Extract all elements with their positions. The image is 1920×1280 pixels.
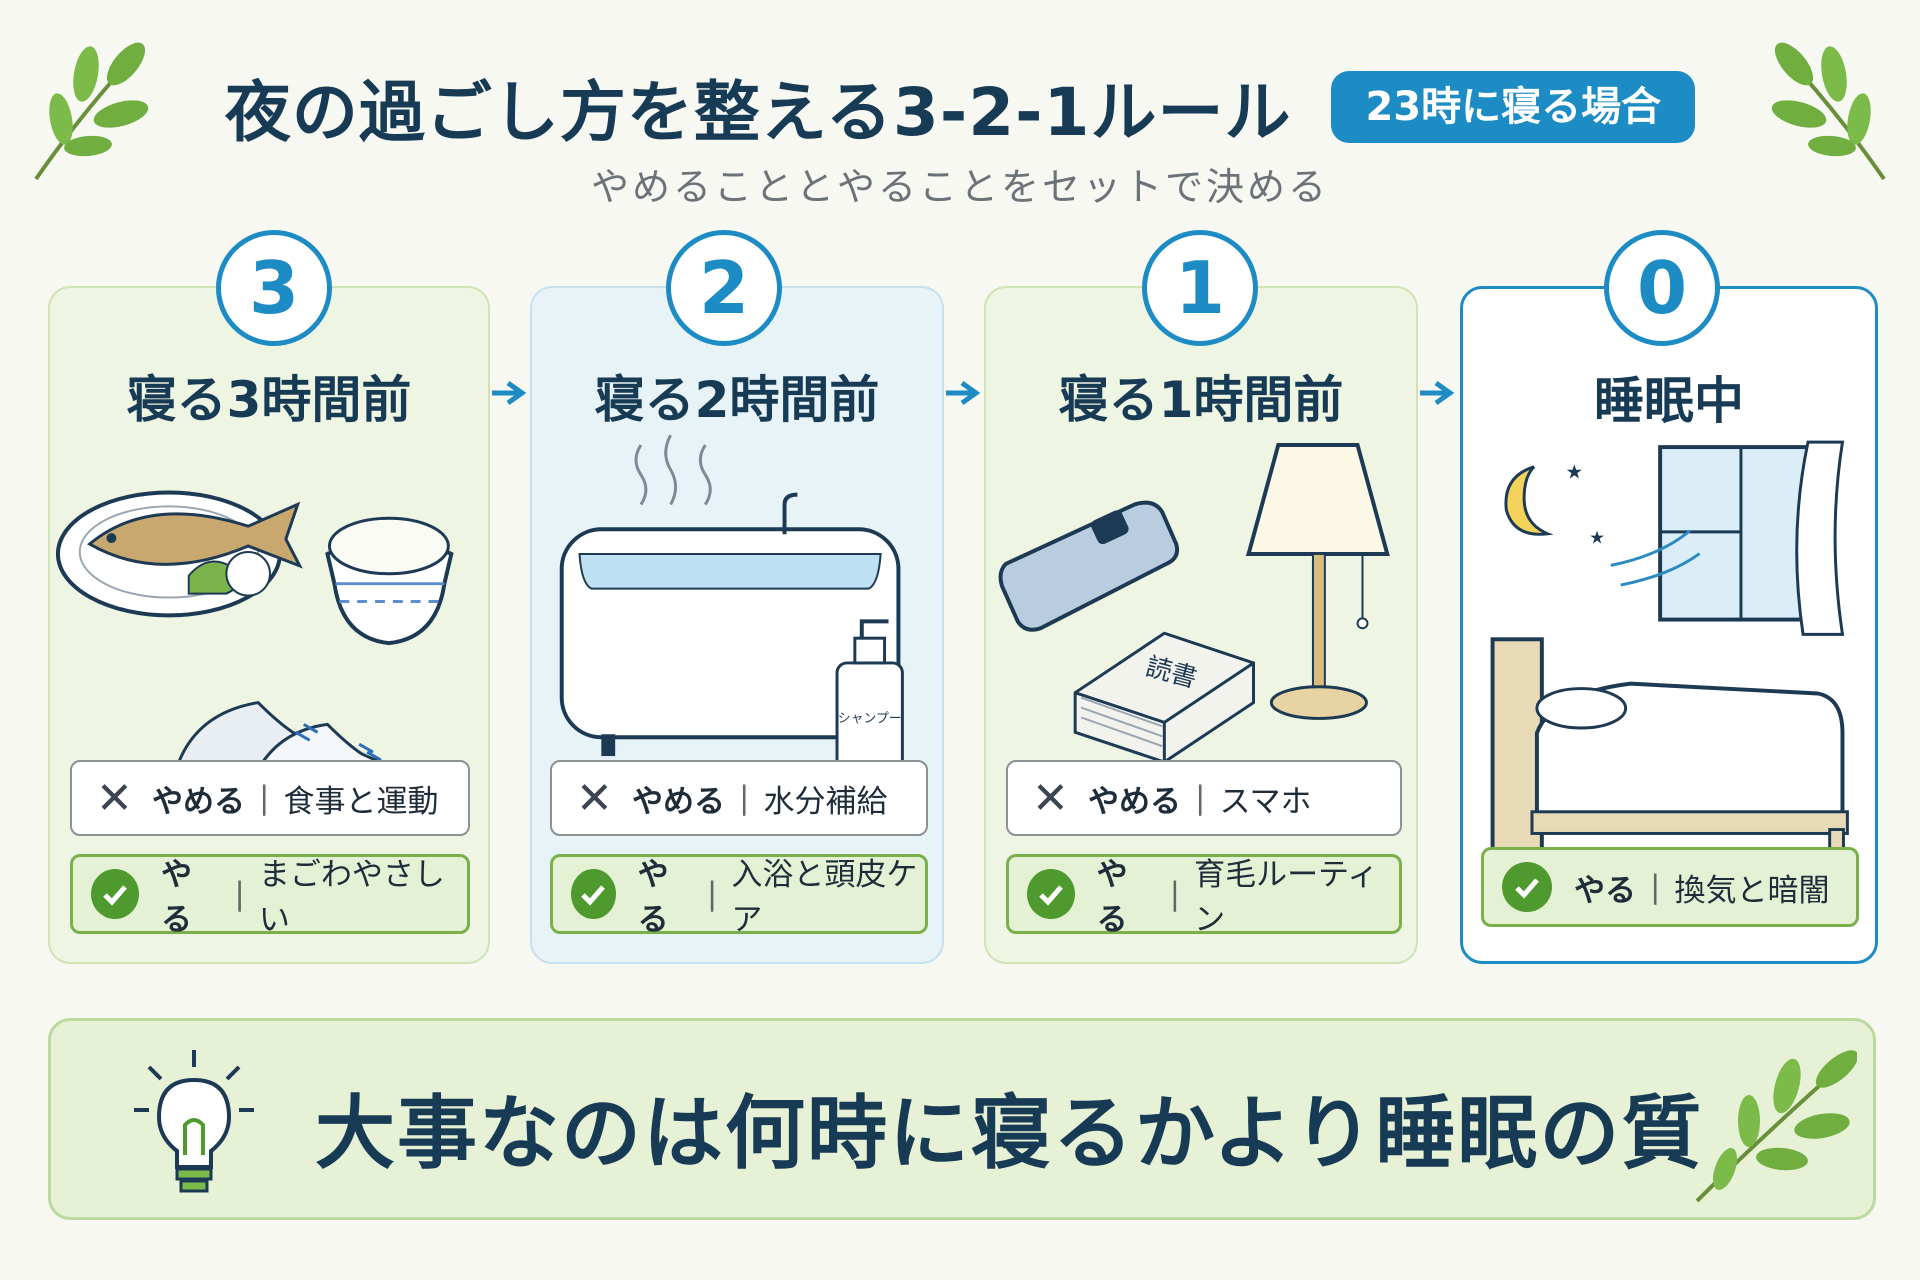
window-icon xyxy=(1610,440,1845,636)
check-icon xyxy=(91,869,139,919)
bedtime-badge: 23時に寝る場合 xyxy=(1331,71,1696,143)
stop-box: ✕ やめる | 水分補給 xyxy=(550,760,928,836)
step-title: 寝る2時間前 xyxy=(594,371,880,429)
stop-box: ✕ やめる | 食事と運動 xyxy=(70,760,470,836)
check-icon xyxy=(1502,862,1552,912)
leaf-icon xyxy=(1771,42,1886,181)
step-number-3: 3 xyxy=(216,230,332,346)
step-card-sleep: 睡眠中 ★ ★ やる | 換気と暗闇 xyxy=(1460,286,1878,964)
smartphone-icon xyxy=(998,500,1180,632)
bathtub-icon xyxy=(559,492,901,757)
do-box: やる | まごわやさしい xyxy=(70,854,470,938)
svg-text:★: ★ xyxy=(1589,529,1605,549)
cross-icon: ✕ xyxy=(96,772,133,824)
svg-text:★: ★ xyxy=(1566,461,1584,484)
key-message-banner: 大事なのは何時に寝るかより睡眠の質 xyxy=(48,1018,1876,1220)
step-card-2h: 寝る2時間前 シャンプー ✕ やめる | 水分補給 やる | 入浴と頭皮ケア xyxy=(530,286,944,964)
do-box: やる | 換気と暗闇 xyxy=(1481,847,1859,927)
svg-text:シャンプー: シャンプー xyxy=(838,711,902,726)
title-row: 夜の過ごし方を整える3-2-1ルール 23時に寝る場合 xyxy=(0,52,1920,162)
evening-routine-illustration: 読書 xyxy=(998,443,1390,764)
key-message: 大事なのは何時に寝るかより睡眠の質 xyxy=(315,1087,1704,1180)
step-title: 寝る3時間前 xyxy=(126,371,412,429)
page-title: 夜の過ごし方を整える3-2-1ルール xyxy=(224,74,1292,151)
step-number-1: 1 xyxy=(1142,230,1258,346)
arrow-right-icon xyxy=(492,380,527,406)
shampoo-bottle-icon: シャンプー xyxy=(835,619,904,794)
leaf-icon xyxy=(1695,1050,1857,1203)
fish-plate-icon xyxy=(55,490,303,618)
lamp-icon xyxy=(1245,443,1390,720)
light-bulb-icon xyxy=(134,1050,254,1193)
book-icon: 読書 xyxy=(1073,631,1255,764)
step-number-2: 2 xyxy=(666,230,782,346)
bath-illustration: シャンプー xyxy=(559,434,904,794)
step-title: 寝る1時間前 xyxy=(1058,371,1344,429)
check-icon xyxy=(571,869,616,919)
leaf-icon xyxy=(34,42,149,181)
moon-icon: ★ ★ xyxy=(1504,461,1605,549)
stop-box: ✕ やめる | スマホ xyxy=(1006,760,1402,836)
check-icon xyxy=(1027,869,1075,919)
step-card-3h: 寝る3時間前 ✕ やめる | 食事と運動 やる | xyxy=(48,286,490,964)
do-box: やる | 入浴と頭皮ケア xyxy=(550,854,928,938)
cross-icon: ✕ xyxy=(576,772,613,824)
cross-icon: ✕ xyxy=(1032,772,1069,824)
page-subtitle: やめることとやることをセットで決める xyxy=(590,165,1329,209)
bed-icon xyxy=(1490,637,1849,861)
step-title: 睡眠中 xyxy=(1594,372,1744,430)
step-card-1h: 寝る1時間前 読書 ✕ やめる | スマホ やる | 育毛ルーティン xyxy=(984,286,1418,964)
rice-bowl-icon xyxy=(325,516,454,646)
arrow-right-icon xyxy=(946,380,981,406)
sleep-illustration: ★ ★ xyxy=(1490,440,1849,861)
arrow-right-icon xyxy=(1420,380,1455,406)
step-number-0: 0 xyxy=(1604,230,1720,346)
steam-icon xyxy=(634,434,712,506)
do-box: やる | 育毛ルーティン xyxy=(1006,854,1402,938)
